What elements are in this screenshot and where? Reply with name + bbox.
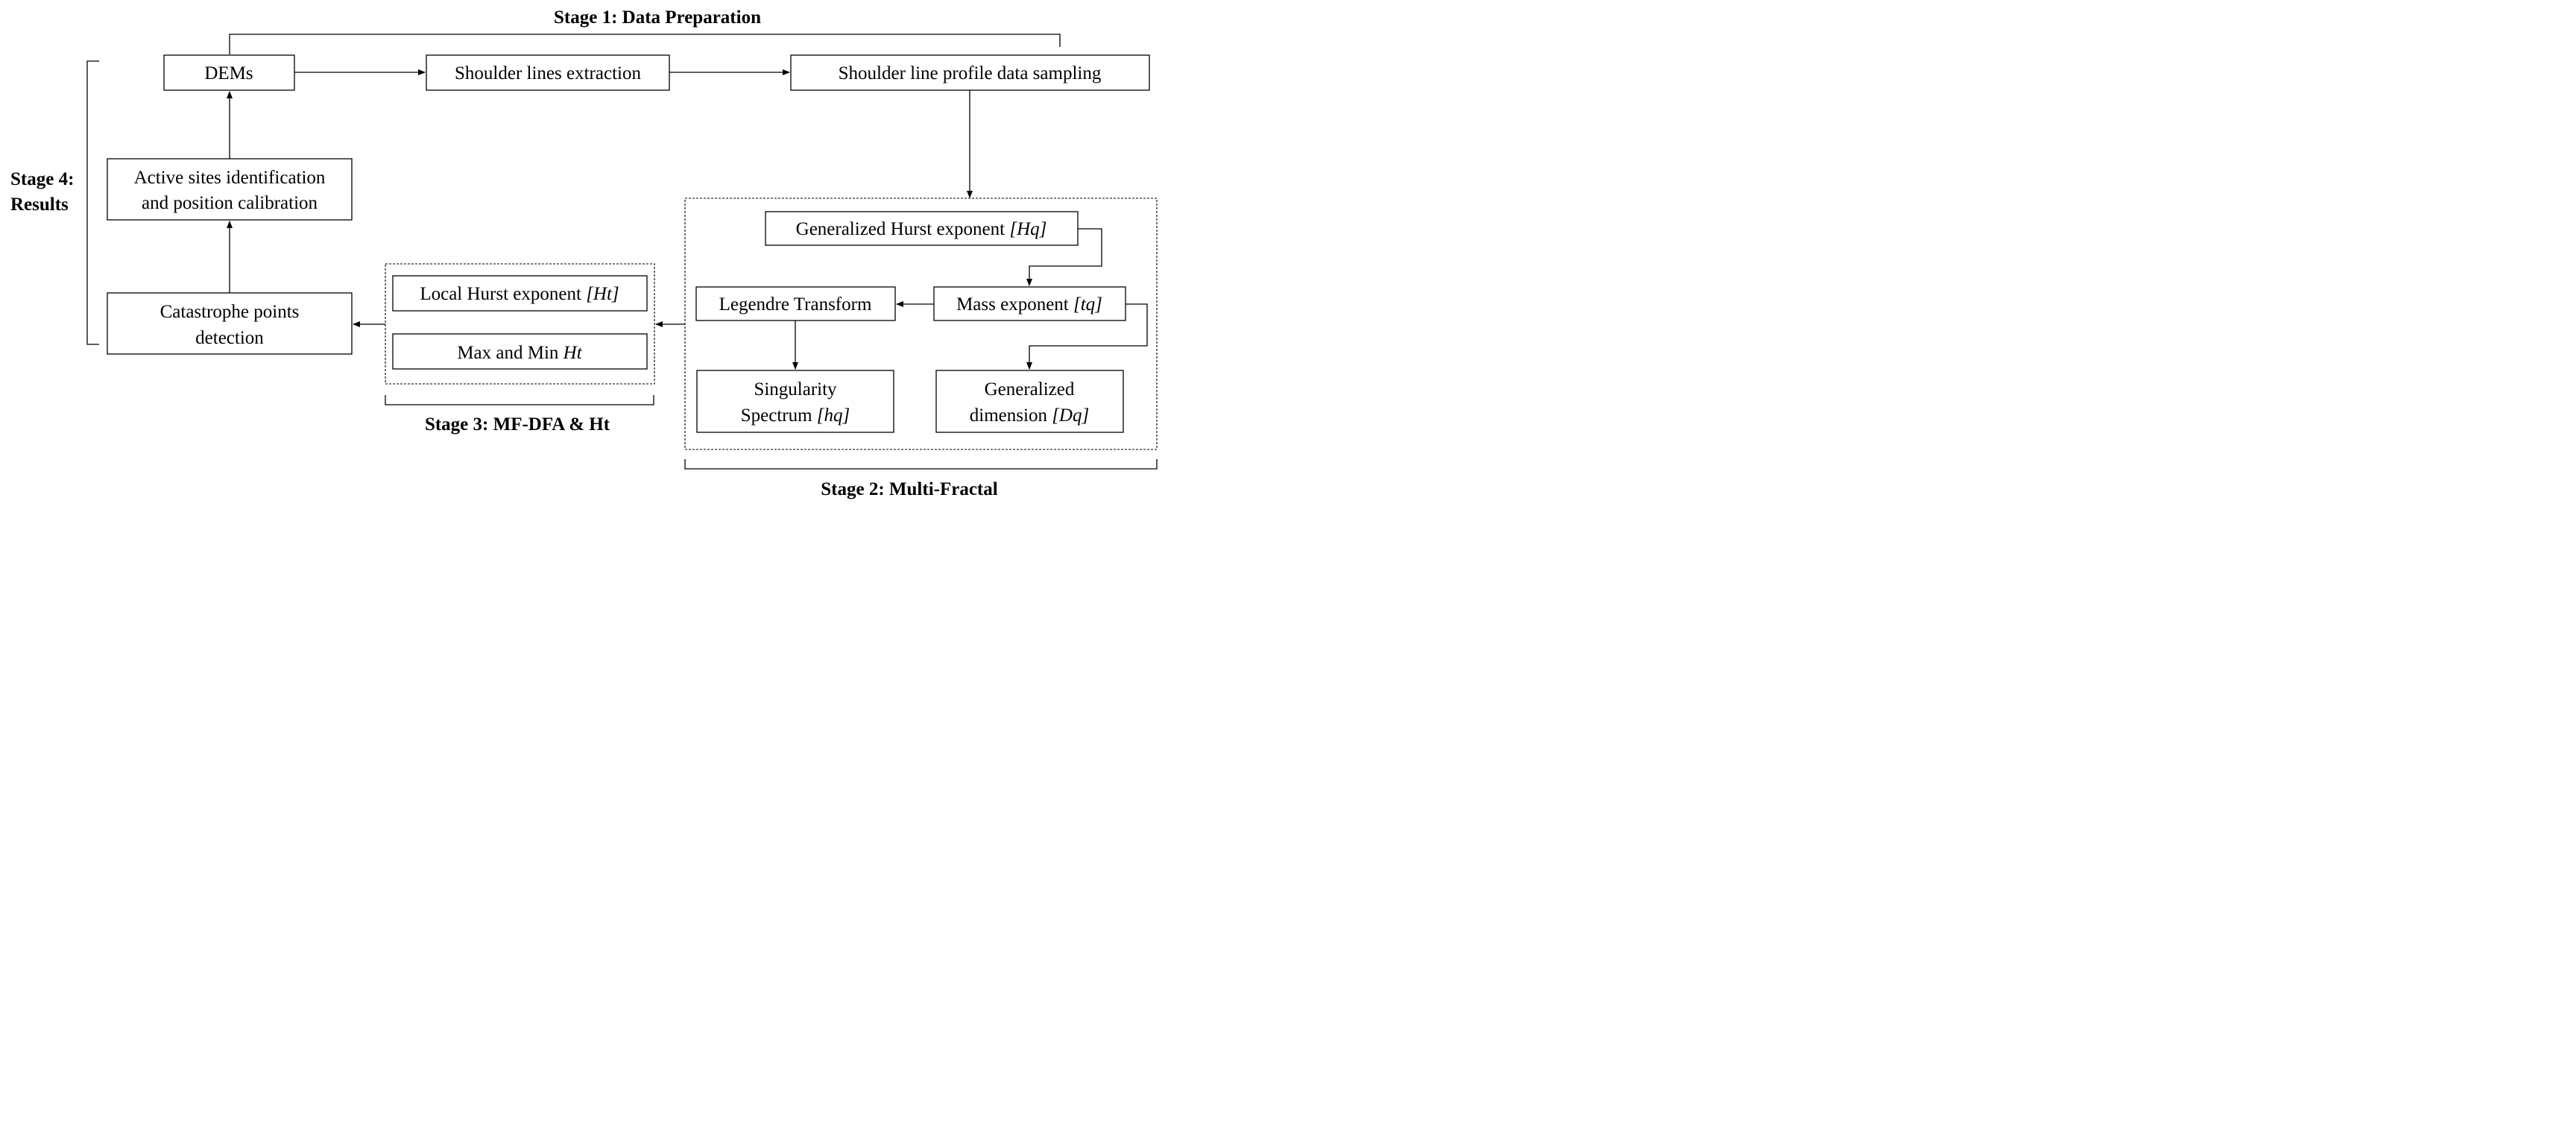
maxmin-text: Max and Min	[457, 343, 563, 363]
gen-dimension-symbol: [Dq]	[1052, 405, 1089, 426]
arrow-mass-to-dimension	[1026, 303, 1148, 370]
stage4-label-line1: Stage 4:	[10, 169, 74, 189]
local-hurst-text: Local Hurst exponent	[420, 284, 586, 304]
stage3-bracket	[385, 395, 654, 405]
stage3-label: Stage 3: MF-DFA & Ht	[425, 414, 610, 435]
gen-dimension-label-line2: dimension [Dq]	[970, 405, 1089, 426]
catastrophe-box[interactable]: Catastrophe points detection	[107, 292, 353, 355]
mass-exponent-symbol: [tq]	[1073, 294, 1102, 315]
stage4-label: Stage 4: Results	[10, 169, 74, 215]
maxmin-symbol: Ht	[563, 343, 583, 363]
stage1-bracket	[229, 34, 1061, 54]
gen-dimension-box[interactable]: Generalized dimension [Dq]	[935, 370, 1124, 433]
legendre-box[interactable]: Legendre Transform	[695, 286, 896, 321]
gen-hurst-label: Generalized Hurst exponent [Hq]	[796, 219, 1047, 239]
singularity-label-line2: Spectrum [hq]	[741, 405, 850, 426]
active-sites-box[interactable]: Active sites identification and position…	[107, 158, 353, 221]
singularity-box[interactable]: Singularity Spectrum [hq]	[696, 370, 894, 433]
local-hurst-symbol: [Ht]	[586, 284, 619, 304]
shoulder-extraction-label: Shoulder lines extraction	[455, 63, 641, 83]
gen-hurst-box[interactable]: Generalized Hurst exponent [Hq]	[765, 211, 1079, 246]
singularity-symbol: [hq]	[817, 405, 850, 426]
stage1-label: Stage 1: Data Preparation	[554, 7, 761, 28]
active-sites-label-line2: and position calibration	[142, 193, 318, 213]
maxmin-label: Max and Min Ht	[457, 343, 582, 363]
stage2-label: Stage 2: Multi-Fractal	[821, 479, 997, 499]
flowchart-diagram: Stage 1: Data Preparation Stage 4: Resul…	[10, 7, 1158, 499]
mass-exponent-box[interactable]: Mass exponent [tq]	[933, 286, 1126, 321]
stage4-bracket	[86, 60, 99, 345]
stage3-container	[385, 263, 655, 385]
singularity-text: Spectrum	[741, 405, 817, 426]
singularity-label-line1: Singularity	[754, 379, 837, 400]
catastrophe-label-line2: detection	[195, 328, 264, 348]
arrow-hurst-to-mass	[1026, 228, 1102, 286]
shoulder-extraction-box[interactable]: Shoulder lines extraction	[426, 54, 670, 91]
stage4-label-line2: Results	[10, 195, 69, 215]
gen-dimension-label-line1: Generalized	[985, 379, 1075, 400]
local-hurst-box[interactable]: Local Hurst exponent [Ht]	[392, 275, 648, 312]
legendre-label: Legendre Transform	[719, 294, 872, 315]
active-sites-label-line1: Active sites identification	[134, 168, 326, 188]
stage2-bracket	[684, 459, 1158, 470]
profile-sampling-label: Shoulder line profile data sampling	[839, 63, 1102, 83]
dems-box[interactable]: DEMs	[163, 54, 295, 91]
gen-hurst-symbol: [Hq]	[1009, 219, 1046, 239]
mass-exponent-text: Mass exponent	[956, 294, 1073, 315]
catastrophe-label-line1: Catastrophe points	[160, 302, 300, 322]
profile-sampling-box[interactable]: Shoulder line profile data sampling	[790, 54, 1150, 91]
maxmin-box[interactable]: Max and Min Ht	[392, 333, 648, 370]
mass-exponent-label: Mass exponent [tq]	[956, 294, 1102, 315]
local-hurst-label: Local Hurst exponent [Ht]	[420, 284, 619, 304]
gen-hurst-text: Generalized Hurst exponent	[796, 219, 1010, 239]
dems-label: DEMs	[204, 63, 253, 83]
gen-dimension-text: dimension	[970, 405, 1052, 426]
